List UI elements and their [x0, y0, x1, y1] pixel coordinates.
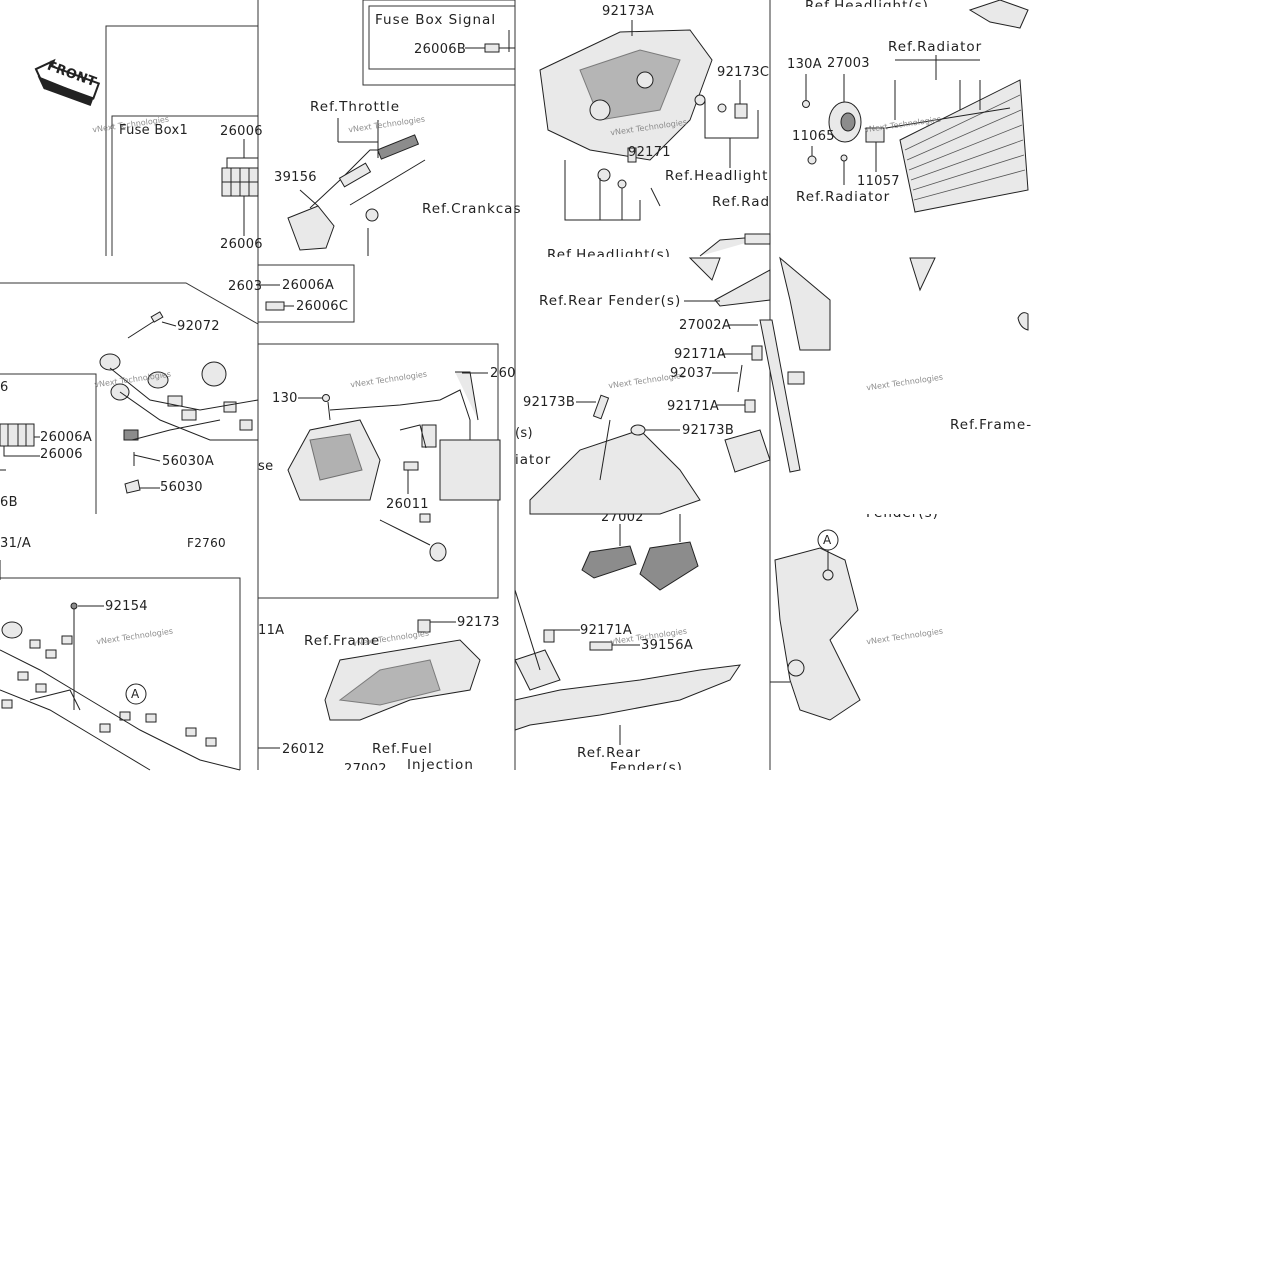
- label-partial: iator: [515, 452, 552, 468]
- part-number-27002a: 27002A: [679, 318, 732, 333]
- callout-a-label: A: [823, 533, 832, 547]
- part-number-26006: 26006: [220, 124, 263, 139]
- rear-fender-bracket-icon: [529, 256, 936, 515]
- part-number-27002: 27002: [344, 763, 387, 770]
- part-number-92171: 92171: [628, 145, 671, 160]
- ref-throttle: Ref.Throttle: [310, 99, 401, 115]
- part-number-92173b: 92173B: [523, 395, 576, 410]
- relay-connector-icon: [256, 284, 294, 311]
- figure-code: F2760: [187, 536, 226, 550]
- part-number-92171a: 92171A: [580, 623, 633, 638]
- fuse-box-1-icon: [221, 139, 259, 236]
- part-number-26006: 26006: [220, 237, 263, 252]
- part-number-26006a: 26006A: [282, 278, 335, 293]
- rear-fender-lower-icon: [514, 514, 742, 745]
- part-number-partial: 6B: [0, 495, 18, 510]
- ref-headlight: Ref.Headlight: [665, 168, 769, 184]
- ref-radiator-short: Ref.Rad: [712, 194, 771, 210]
- ref-radiator: Ref.Radiator: [888, 39, 983, 55]
- label-fuse-box-signal: Fuse Box Signal: [375, 12, 497, 28]
- headlight-bracket-icon: [539, 20, 771, 257]
- part-number-39156a: 39156A: [641, 638, 694, 653]
- main-harness-left-icon: [0, 311, 259, 494]
- label-partial: (s): [515, 426, 533, 441]
- ref-rear-fender: Fender(s): [610, 762, 683, 770]
- part-number-partial: 31/A: [0, 536, 32, 551]
- ref-fuel-injection: Injection: [407, 757, 474, 773]
- part-number-26006b: 26006B: [414, 42, 467, 57]
- part-number-2603: 2603: [228, 279, 263, 294]
- sub-harness-icon: [0, 560, 241, 771]
- part-number-130a: 130A: [787, 57, 822, 72]
- ref-crankcase: Ref.Crankcas: [422, 201, 522, 217]
- part-number-26011: 26011: [386, 497, 429, 512]
- front-arrow-icon: [34, 58, 101, 106]
- part-number-92173a: 92173A: [602, 4, 655, 19]
- ref-fender-partial: Fender(s): [866, 514, 939, 520]
- ref-frame: Ref.Frame-: [950, 417, 1033, 433]
- part-number-92072: 92072: [177, 319, 220, 334]
- part-number-130: 130: [272, 391, 298, 406]
- throttle-sensor-icon: [287, 118, 426, 256]
- part-number-56030: 56030: [160, 480, 203, 495]
- part-number-92173: 92173: [457, 615, 500, 630]
- ref-rear-fender: Ref.Rear Fender(s): [539, 293, 682, 309]
- part-number-92173b: 92173B: [682, 423, 735, 438]
- part-number-11057: 11057: [857, 174, 900, 189]
- fuse-signal-connector-icon: [465, 30, 515, 53]
- part-number-56030a: 56030A: [162, 454, 215, 469]
- part-number-26006c: 26006C: [296, 299, 349, 314]
- part-number-26012: 26012: [282, 742, 325, 757]
- callout-a-label: A: [131, 687, 140, 701]
- ref-fuel-injection: Ref.Fuel: [372, 741, 433, 757]
- ref-rear-fender: Ref.Rear: [577, 745, 642, 761]
- part-number-92171a: 92171A: [667, 399, 720, 414]
- ref-headlights-top: Ref.Headlight(s): [805, 0, 929, 7]
- ref-frame: Ref.Frame: [304, 633, 381, 649]
- frame-lines: [0, 0, 771, 770]
- part-number-11065: 11065: [792, 129, 835, 144]
- part-number-92037: 92037: [670, 366, 713, 381]
- part-number-92173c: 92173C: [717, 65, 770, 80]
- frame-mount-icon: [258, 619, 481, 749]
- frame-side-icon: [770, 312, 1029, 721]
- part-number-92154: 92154: [105, 599, 148, 614]
- part-number-27003: 27003: [827, 56, 870, 71]
- horn-radiator-icon: [802, 0, 1029, 213]
- part-number-260: 260: [490, 366, 516, 381]
- part-number-39156: 39156: [274, 170, 317, 185]
- label-fuse-box1: Fuse Box1: [119, 123, 189, 138]
- part-number-partial: 6: [0, 380, 9, 395]
- part-number-92171a: 92171A: [674, 347, 727, 362]
- part-number-26006a: 26006A: [40, 430, 93, 445]
- part-number-26006: 26006: [40, 447, 83, 462]
- battery-ecu-icon: [287, 371, 501, 562]
- part-number-27002: 27002: [601, 514, 644, 524]
- part-number-partial: 11A: [258, 623, 285, 638]
- ref-radiator: Ref.Radiator: [796, 189, 891, 205]
- label-partial: se: [258, 459, 274, 474]
- ref-headlights-bottom: Ref.Headlight(s): [547, 249, 671, 257]
